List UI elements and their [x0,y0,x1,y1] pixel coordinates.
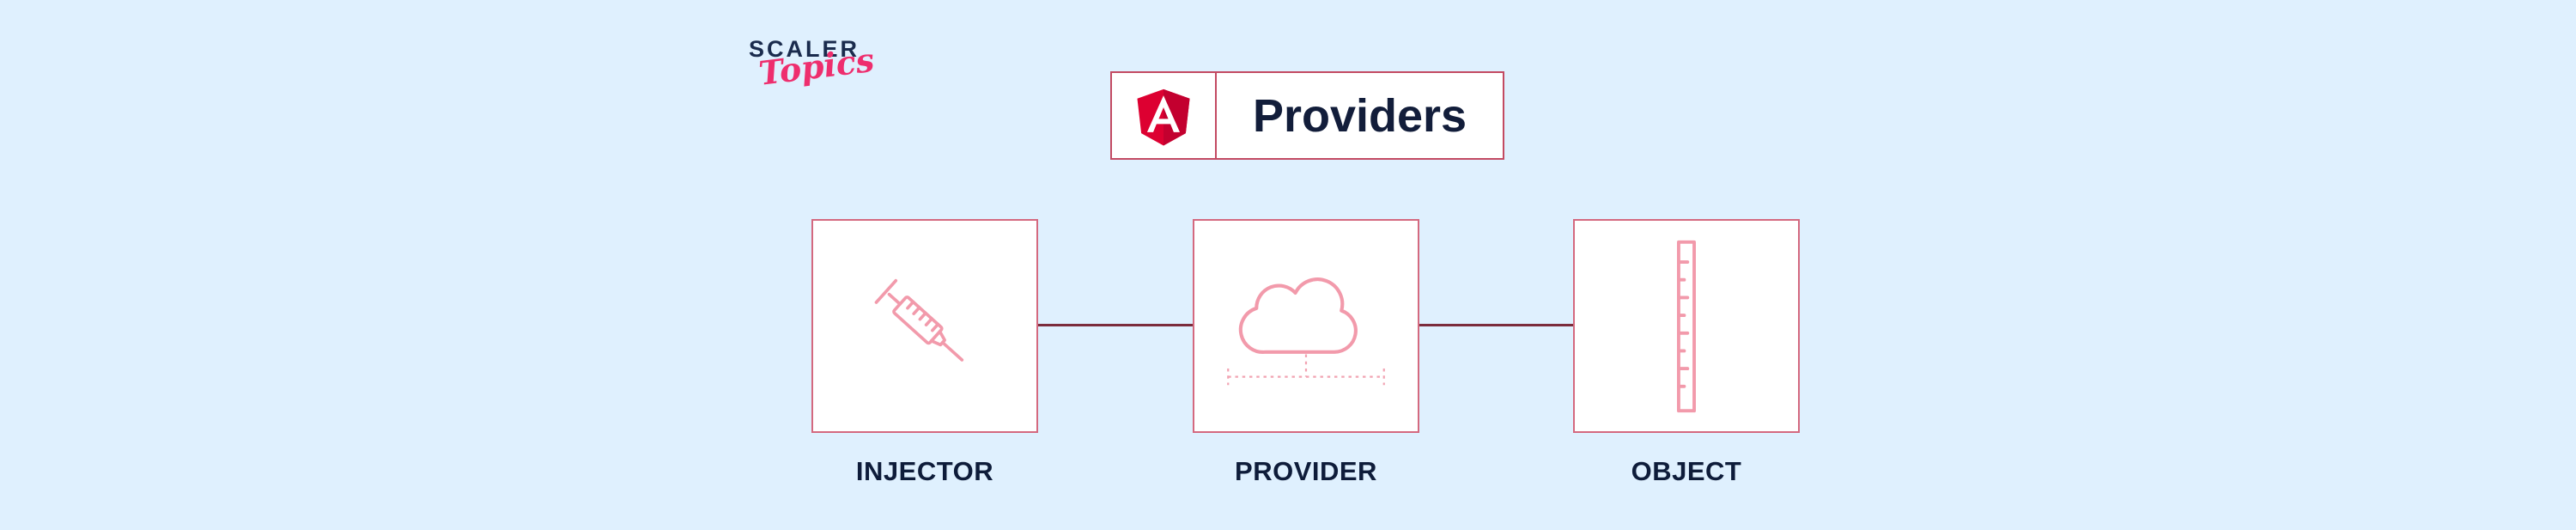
ruler-icon [1677,240,1696,412]
brand-name: SCALER [749,36,860,62]
angular-shield-right [1163,88,1190,145]
scaler-topics-logo: SCALER Topics [749,36,876,93]
provider-node-box [1193,219,1419,433]
diagram-node-object: OBJECT [1573,219,1800,487]
syringe-icon [874,278,964,362]
connector-line-2 [1419,324,1573,326]
angular-logo-icon [1137,88,1190,145]
diagram-node-provider: PROVIDER [1193,219,1419,487]
title-banner: Providers [1110,71,1504,160]
node-label-provider: PROVIDER [1235,456,1377,486]
page-title: Providers [1252,89,1467,142]
node-label-object: OBJECT [1631,456,1742,486]
title-logo-cell [1112,73,1217,158]
title-text-cell: Providers [1217,73,1503,158]
connector-line-1 [1038,324,1193,326]
cloud-icon [1227,277,1385,386]
injector-node-box [811,219,1038,433]
angular-letter-a [1146,94,1181,132]
diagram-node-injector: INJECTOR [811,219,1038,487]
node-label-injector: INJECTOR [855,456,994,486]
object-node-box [1573,219,1800,433]
